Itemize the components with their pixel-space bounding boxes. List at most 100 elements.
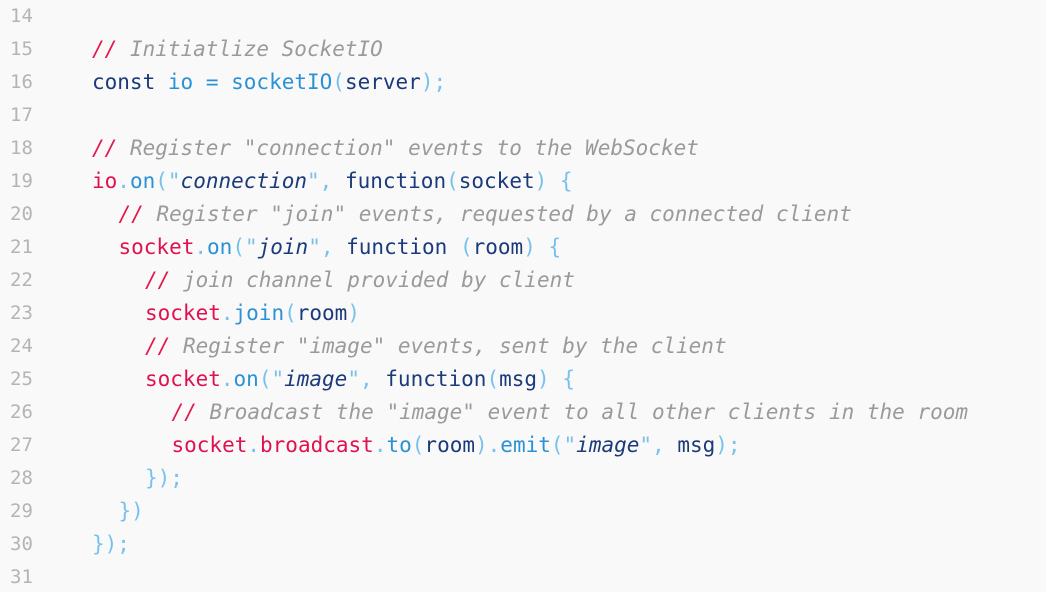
code-token: connection bbox=[180, 169, 307, 193]
line-number: 29 bbox=[10, 500, 33, 522]
code-token: . bbox=[220, 367, 234, 391]
code-token: io bbox=[167, 70, 194, 94]
code-token: ); bbox=[715, 433, 741, 457]
code-token: // bbox=[171, 400, 197, 424]
code-token: (" bbox=[550, 433, 577, 457]
code-token: . bbox=[194, 235, 208, 259]
code-token bbox=[193, 70, 206, 94]
code-token: Broadcast the "image" event to all other… bbox=[196, 400, 969, 424]
code-token bbox=[447, 235, 460, 259]
line-code: // Broadcast the "image" event to all ot… bbox=[172, 396, 969, 429]
code-line[interactable]: 15 // Initiatlize SocketIO bbox=[0, 33, 1046, 66]
line-number: 27 bbox=[10, 434, 33, 456]
line-code: }); bbox=[92, 528, 130, 561]
code-line[interactable]: 22// join channel provided by client bbox=[0, 264, 1046, 297]
code-token: ); bbox=[420, 70, 447, 94]
code-token: on bbox=[207, 235, 233, 259]
line-code: }); bbox=[145, 462, 183, 495]
code-token: broadcast bbox=[260, 433, 374, 457]
code-token: = bbox=[205, 70, 219, 94]
code-line[interactable]: 31 bbox=[0, 561, 1046, 592]
code-token: ) bbox=[523, 235, 536, 259]
code-token: // bbox=[145, 268, 171, 292]
line-code: const io = socketIO(server); bbox=[92, 66, 446, 99]
code-token bbox=[155, 70, 168, 94]
code-token: Register "connection" events to the WebS… bbox=[117, 136, 699, 160]
line-number: 15 bbox=[10, 38, 33, 60]
code-line[interactable]: 30}); bbox=[0, 528, 1046, 561]
line-code: socket.on("join", function (room) { bbox=[119, 231, 562, 264]
line-code: // Register "image" events, sent by the … bbox=[145, 330, 727, 363]
code-token: socket bbox=[145, 367, 221, 391]
code-token: image bbox=[576, 433, 640, 457]
line-number: 20 bbox=[10, 203, 33, 225]
code-token: image bbox=[284, 367, 348, 391]
code-token: socket bbox=[458, 169, 535, 193]
code-token bbox=[218, 70, 231, 94]
code-line[interactable]: 18// Register "connection" events to the… bbox=[0, 132, 1046, 165]
code-token: msg bbox=[677, 433, 716, 457]
code-token: // bbox=[92, 136, 118, 160]
code-token: on bbox=[233, 367, 259, 391]
code-token: io bbox=[92, 169, 118, 193]
code-token: join bbox=[233, 301, 285, 325]
code-token bbox=[547, 169, 560, 193]
line-number: 17 bbox=[10, 104, 33, 126]
line-code: // Register "join" events, requested by … bbox=[119, 198, 852, 231]
code-line[interactable]: 14 bbox=[0, 0, 1046, 33]
code-token: { bbox=[559, 169, 573, 193]
code-token: msg bbox=[499, 367, 538, 391]
code-token bbox=[333, 235, 346, 259]
code-token: }) bbox=[118, 499, 144, 523]
code-token bbox=[332, 169, 345, 193]
code-line[interactable]: 29}) bbox=[0, 495, 1046, 528]
line-code: // Register "connection" events to the W… bbox=[92, 132, 699, 165]
code-token: function bbox=[385, 367, 487, 391]
code-token: ). bbox=[475, 433, 501, 457]
code-token: ", bbox=[639, 433, 665, 457]
code-line[interactable]: 20 // Register "join" events, requested b… bbox=[0, 198, 1046, 231]
code-token: ", bbox=[347, 367, 373, 391]
code-token: join channel provided by client bbox=[170, 268, 575, 292]
code-token: { bbox=[548, 235, 562, 259]
code-token: . bbox=[117, 169, 130, 193]
line-number: 14 bbox=[10, 5, 33, 27]
code-token: . bbox=[220, 301, 234, 325]
code-token: }); bbox=[92, 532, 130, 556]
line-code: socket.broadcast.to(room).emit("image", … bbox=[172, 429, 741, 462]
line-code: // Initiatlize SocketIO bbox=[92, 33, 383, 66]
code-token: ( bbox=[459, 235, 473, 259]
code-token: (" bbox=[258, 367, 285, 391]
code-line[interactable]: 26// Broadcast the "image" event to all … bbox=[0, 396, 1046, 429]
line-number: 28 bbox=[10, 467, 33, 489]
line-number: 25 bbox=[10, 368, 33, 390]
code-token: Register "join" events, requested by a c… bbox=[143, 202, 852, 226]
code-line[interactable]: 24// Register "image" events, sent by th… bbox=[0, 330, 1046, 363]
code-token: ( bbox=[446, 169, 459, 193]
code-token: { bbox=[562, 367, 575, 391]
code-token: ) bbox=[534, 169, 548, 193]
line-code: io.on("connection", function(socket) { bbox=[92, 165, 573, 198]
code-token: function bbox=[344, 169, 447, 193]
code-token: to bbox=[386, 433, 412, 457]
line-number: 30 bbox=[10, 533, 33, 555]
line-number: 21 bbox=[10, 236, 33, 258]
code-line[interactable]: 28}); bbox=[0, 462, 1046, 495]
code-token: }); bbox=[145, 466, 183, 490]
code-token bbox=[665, 433, 678, 457]
line-code: // join channel provided by client bbox=[145, 264, 575, 297]
code-token: // bbox=[145, 334, 171, 358]
code-token: . bbox=[247, 433, 261, 457]
code-token: ( bbox=[284, 301, 297, 325]
code-token: Initiatlize SocketIO bbox=[117, 37, 383, 61]
code-line[interactable]: 17 bbox=[0, 99, 1046, 132]
code-token: room bbox=[472, 235, 524, 259]
code-token: function bbox=[346, 235, 448, 259]
